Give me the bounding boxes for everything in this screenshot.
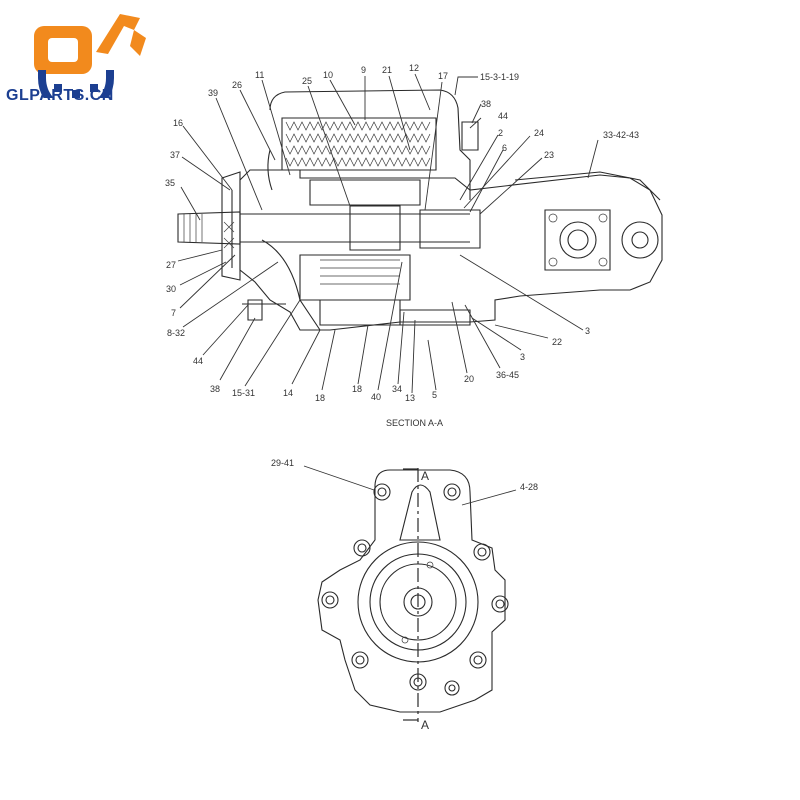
section-leader-lines [177,73,599,394]
callout-label: 38 [481,99,491,109]
callout-label: 37 [170,150,180,160]
callout-label: 34 [392,384,402,394]
callout-label: 25 [302,76,312,86]
callout-label: 11 [255,70,264,80]
callout-label: 27 [166,260,176,270]
end-view-leader-lines [303,465,517,506]
callout-label: 5 [432,390,437,400]
callout-label: 21 [382,65,392,75]
section-title: SECTION A-A [386,418,443,428]
brand-name: GLPARTS.CN [6,87,114,104]
section-marker-bottom: A [421,718,429,732]
callout-label: 8-32 [167,328,185,338]
callout-label: 35 [165,178,175,188]
callout-label: 38 [210,384,220,394]
callout-label: 30 [166,284,176,294]
callout-label: 40 [371,392,381,402]
section-marker-top: A [421,469,429,483]
callout-label: 16 [173,118,183,128]
callout-label: 17 [438,71,448,81]
callout-label: 33-42-43 [603,130,639,140]
callout-label: 7 [171,308,176,318]
callout-label: 20 [464,374,474,384]
brand-logo [8,8,158,118]
callout-label: 3 [520,352,525,362]
callout-label: 14 [283,388,293,398]
callout-label: 39 [208,88,218,98]
callout-label: 44 [498,111,508,121]
callout-label: 26 [232,80,242,90]
callout-label: 10 [323,70,333,80]
end-view-drawing [317,468,509,722]
callout-label: 22 [552,337,562,347]
callout-label: 44 [193,356,203,366]
callout-label: 24 [534,128,544,138]
callout-label: 18 [315,393,325,403]
callout-label: 3 [585,326,590,336]
callout-label: 36-45 [496,370,519,380]
callout-label: 15-3-1-19 [480,72,519,82]
callout-label: 29-41 [271,458,294,468]
callout-label: 18 [352,384,362,394]
callout-label: 9 [361,65,366,75]
callout-label: 4-28 [520,482,538,492]
section-view-drawing [177,89,663,331]
callout-label: 6 [502,143,507,153]
callout-label: 23 [544,150,554,160]
callout-label: 13 [405,393,415,403]
callout-label: 2 [498,128,503,138]
callout-label: 15-31 [232,388,255,398]
section-callouts: 11 26 25 10 9 21 12 17 15-3-1-19 39 16 3… [165,63,639,403]
callout-label: 12 [409,63,419,73]
